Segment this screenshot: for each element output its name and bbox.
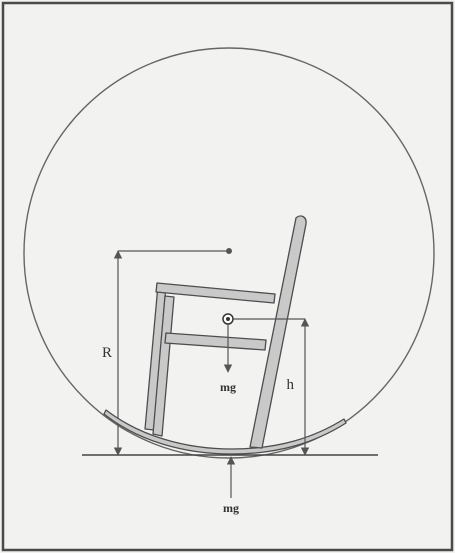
- chair-rear-leg: [152, 295, 175, 437]
- weight-force-label: mg: [220, 380, 236, 394]
- chair-back-post: [249, 215, 307, 449]
- chair-seat-rail: [164, 332, 267, 351]
- chair-rocker: [103, 409, 347, 455]
- radius-label: R: [102, 345, 112, 361]
- rocking-chair: [103, 215, 347, 455]
- height-dimension: [233, 318, 310, 456]
- normal-force-label: mg: [223, 501, 239, 515]
- center-of-mass-marker: [222, 313, 234, 325]
- radius-dimension: [113, 250, 229, 456]
- height-label: h: [287, 377, 295, 393]
- chair-arm-rest: [155, 282, 276, 304]
